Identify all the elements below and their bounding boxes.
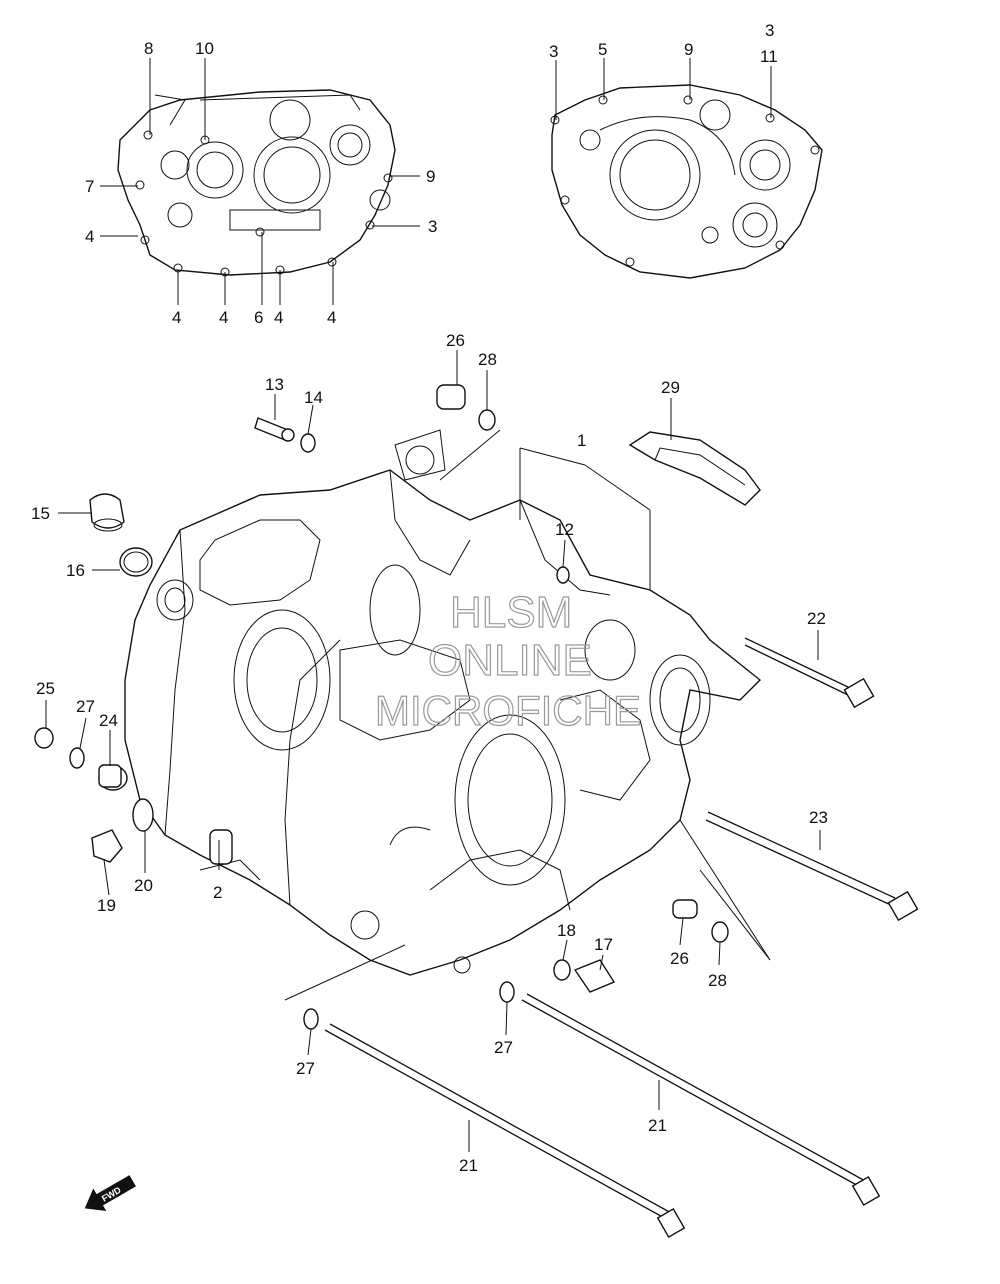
- callout-28-top: 28: [478, 350, 497, 369]
- oil-filler-cap-15: [89, 493, 125, 532]
- callout-19: 19: [97, 896, 116, 915]
- washer-28-top: [478, 409, 496, 431]
- callout-5: 5: [598, 40, 607, 59]
- callout-3-right-b: 3: [765, 21, 774, 40]
- callout-10: 10: [195, 39, 214, 58]
- watermark-line-1: HLSM: [450, 588, 572, 637]
- fwd-arrow-icon: FWD: [84, 1175, 136, 1212]
- washer-14: [300, 433, 316, 453]
- gasket-20: [132, 798, 154, 832]
- callout-22: 22: [807, 609, 826, 628]
- watermark-line-2: ONLINE: [428, 636, 592, 685]
- callout-4-b2: 4: [219, 308, 228, 327]
- dowel-26-right: [672, 899, 698, 919]
- callout-2: 2: [213, 883, 222, 902]
- callout-4-b4: 4: [327, 308, 336, 327]
- callout-24: 24: [99, 711, 118, 730]
- watermark: HLSM ONLINE MICROFICHE: [374, 587, 641, 734]
- callout-9-left: 9: [426, 167, 435, 186]
- bolt-23: [705, 811, 919, 922]
- callout-3-right-a: 3: [549, 42, 558, 61]
- callout-labels: 8 10 7 4 9 3 4 4 6 4 4 3 5 9 3 11 26 28 …: [31, 21, 828, 1175]
- stud-bolt-21-right: [521, 993, 881, 1206]
- callout-21-left: 21: [459, 1156, 478, 1175]
- plug-24: [98, 764, 128, 791]
- callout-8: 8: [144, 39, 153, 58]
- bolt-13: [254, 417, 295, 442]
- washer-12: [556, 566, 570, 584]
- callout-12: 12: [555, 520, 574, 539]
- callout-25: 25: [36, 679, 55, 698]
- callout-7: 7: [85, 177, 94, 196]
- callout-15: 15: [31, 504, 50, 523]
- callout-17: 17: [594, 935, 613, 954]
- left-crankcase-half: [117, 89, 396, 277]
- callout-27-mid: 27: [494, 1038, 513, 1057]
- callout-9-right: 9: [684, 40, 693, 59]
- dowel-26-top: [436, 384, 466, 410]
- drain-plug-19: [91, 829, 123, 863]
- callout-3-left: 3: [428, 217, 437, 236]
- washer-27-left: [69, 747, 85, 769]
- callout-23: 23: [809, 808, 828, 827]
- stud-bolt-21-left: [324, 1023, 686, 1238]
- watermark-line-3: MICROFICHE: [375, 687, 641, 734]
- callout-29: 29: [661, 378, 680, 397]
- washer-27-mid: [499, 981, 515, 1003]
- bolt-17: [573, 959, 616, 993]
- callout-28-right: 28: [708, 971, 727, 990]
- callout-18: 18: [557, 921, 576, 940]
- callout-13: 13: [265, 375, 284, 394]
- callout-4-b3: 4: [274, 308, 283, 327]
- leader-lines: [45, 58, 821, 1152]
- dowel-pin-2: [209, 829, 233, 865]
- callout-4-b1: 4: [172, 308, 181, 327]
- callout-1: 1: [577, 431, 586, 450]
- o-ring-16: [119, 547, 153, 577]
- callout-26-right: 26: [670, 949, 689, 968]
- washer-27-bottom: [303, 1008, 319, 1030]
- callout-27-left: 27: [76, 697, 95, 716]
- callout-26-top: 26: [446, 331, 465, 350]
- washer-18: [553, 959, 571, 981]
- callout-6: 6: [254, 308, 263, 327]
- washer-28-right: [711, 921, 729, 943]
- callout-21-right: 21: [648, 1116, 667, 1135]
- callout-4-left: 4: [85, 227, 94, 246]
- plug-25: [34, 727, 54, 749]
- callout-20: 20: [134, 876, 153, 895]
- bolt-22: [744, 637, 875, 709]
- callout-14: 14: [304, 388, 323, 407]
- callout-16: 16: [66, 561, 85, 580]
- callout-27-bottom: 27: [296, 1059, 315, 1078]
- right-crankcase-half: [550, 84, 823, 279]
- callout-11: 11: [760, 47, 778, 66]
- cover-29: [628, 431, 761, 506]
